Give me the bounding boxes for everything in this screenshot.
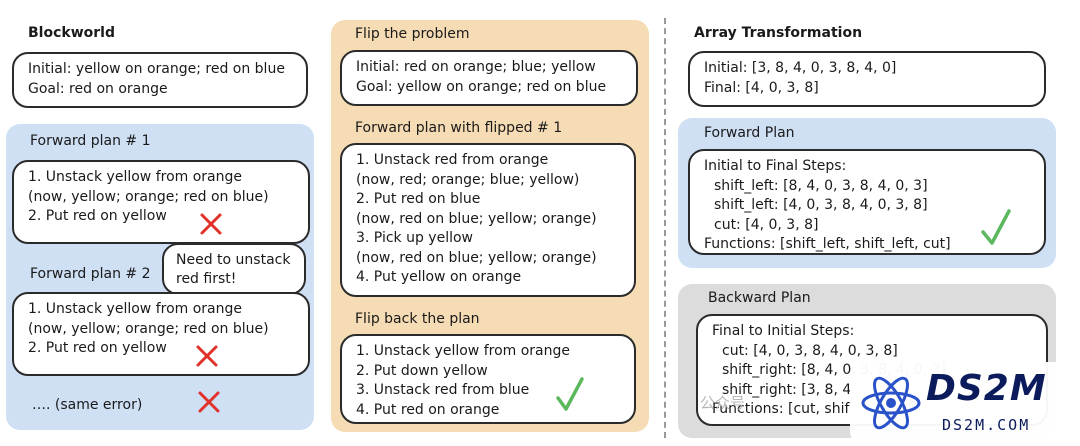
cross-icon bbox=[200, 213, 222, 235]
blockworld-goal: Goal: red on orange bbox=[28, 80, 168, 97]
checkmark-icon bbox=[981, 209, 1011, 245]
flip-back-line-3: 3. Unstack red from blue bbox=[356, 382, 530, 398]
blockworld-title: Blockworld bbox=[28, 25, 115, 41]
blockworld-problem-box: Initial: yellow on orange; red on blue G… bbox=[12, 52, 308, 108]
flip-fwd-line-1: 1. Unstack red from orange bbox=[356, 152, 549, 168]
array-backward-step-1: cut: [4, 0, 3, 8, 4, 0, 3, 8] bbox=[722, 342, 898, 359]
array-forward-label: Forward Plan bbox=[704, 125, 795, 141]
callout-line-2: red first! bbox=[176, 271, 237, 287]
fp1-line-2: (now, yellow; orange; red on blue) bbox=[28, 188, 269, 205]
flip-back-line-4: 4. Put red on orange bbox=[356, 401, 500, 418]
flip-fwd-line-5: 3. Pick up yellow bbox=[356, 230, 473, 246]
flip-fwd-line-4: (now, red on blue; yellow; orange) bbox=[356, 210, 597, 227]
forward-plan-1-box: 1. Unstack yellow from orange (now, yell… bbox=[12, 160, 310, 244]
flip-back-label: Flip back the plan bbox=[355, 311, 480, 327]
section-divider bbox=[664, 18, 666, 438]
same-error-text: …. (same error) bbox=[32, 397, 143, 413]
checkmark-icon bbox=[556, 377, 584, 411]
callout-box: Need to unstack red first! bbox=[162, 243, 306, 295]
cross-icon bbox=[196, 345, 218, 367]
array-title: Array Transformation bbox=[694, 25, 863, 41]
faint-watermark-text: 公众号 bbox=[700, 394, 746, 412]
flip-fwd-line-6: (now, red on blue; yellow; orange) bbox=[356, 249, 597, 266]
ds2m-url-text: DS2M.COM bbox=[942, 416, 1031, 434]
fp2-line-2: (now, yellow; orange; red on blue) bbox=[28, 320, 269, 337]
array-forward-box: Initial to Final Steps: shift_left: [8, … bbox=[688, 149, 1046, 255]
forward-plan-2-box: 1. Unstack yellow from orange (now, yell… bbox=[12, 292, 310, 376]
array-forward-step-2: shift_left: [4, 0, 3, 8, 4, 0, 3, 8] bbox=[714, 197, 928, 213]
flip-title: Flip the problem bbox=[355, 26, 470, 42]
blockworld-initial: Initial: yellow on orange; red on blue bbox=[28, 61, 285, 77]
ds2m-brand-text: DS2M bbox=[926, 368, 1047, 409]
array-forward-step-3: cut: [4, 0, 3, 8] bbox=[714, 216, 819, 233]
flip-initial: Initial: red on orange; blue; yellow bbox=[356, 59, 596, 75]
array-backward-functions: Functions: [cut, shif bbox=[712, 401, 850, 417]
flip-forward-label: Forward plan with flipped # 1 bbox=[355, 120, 563, 136]
flip-goal: Goal: yellow on orange; red on blue bbox=[356, 78, 607, 95]
flip-fwd-line-7: 4. Put yellow on orange bbox=[356, 269, 522, 285]
array-forward-functions: Functions: [shift_left, shift_left, cut] bbox=[704, 236, 951, 252]
callout-line-1: Need to unstack bbox=[176, 252, 291, 268]
forward-plan-2-label: Forward plan # 2 bbox=[30, 266, 151, 282]
ds2m-watermark: DS2M DS2M.COM bbox=[850, 362, 1074, 444]
array-backward-step-3: shift_right: [3, 8, 4 bbox=[722, 381, 852, 398]
atom-logo-icon bbox=[861, 376, 921, 430]
forward-plan-1-label: Forward plan # 1 bbox=[30, 133, 151, 149]
fp1-line-3: 2. Put red on yellow bbox=[28, 208, 167, 224]
array-forward-heading: Initial to Final Steps: bbox=[704, 158, 847, 174]
flip-fwd-line-3: 2. Put red on blue bbox=[356, 191, 481, 207]
flip-back-line-1: 1. Unstack yellow from orange bbox=[356, 343, 570, 359]
array-initial: Initial: [3, 8, 4, 0, 3, 8, 4, 0] bbox=[704, 60, 897, 76]
flip-problem-box: Initial: red on orange; blue; yellow Goa… bbox=[340, 50, 638, 106]
flip-back-line-2: 2. Put down yellow bbox=[356, 362, 488, 379]
array-forward-step-1: shift_left: [8, 4, 0, 3, 8, 4, 0, 3] bbox=[714, 177, 928, 194]
flip-forward-box: 1. Unstack red from orange (now, red; or… bbox=[340, 143, 636, 297]
fp1-line-1: 1. Unstack yellow from orange bbox=[28, 169, 242, 185]
flip-back-box: 1. Unstack yellow from orange 2. Put dow… bbox=[340, 334, 636, 424]
array-backward-label: Backward Plan bbox=[708, 290, 811, 306]
array-backward-heading: Final to Initial Steps: bbox=[712, 323, 855, 339]
array-problem-box: Initial: [3, 8, 4, 0, 3, 8, 4, 0] Final:… bbox=[688, 51, 1046, 107]
cross-icon bbox=[198, 391, 220, 413]
fp2-line-1: 1. Unstack yellow from orange bbox=[28, 301, 242, 317]
array-final: Final: [4, 0, 3, 8] bbox=[704, 79, 819, 96]
fp2-line-3: 2. Put red on yellow bbox=[28, 340, 167, 356]
flip-fwd-line-2: (now, red; orange; blue; yellow) bbox=[356, 171, 580, 188]
